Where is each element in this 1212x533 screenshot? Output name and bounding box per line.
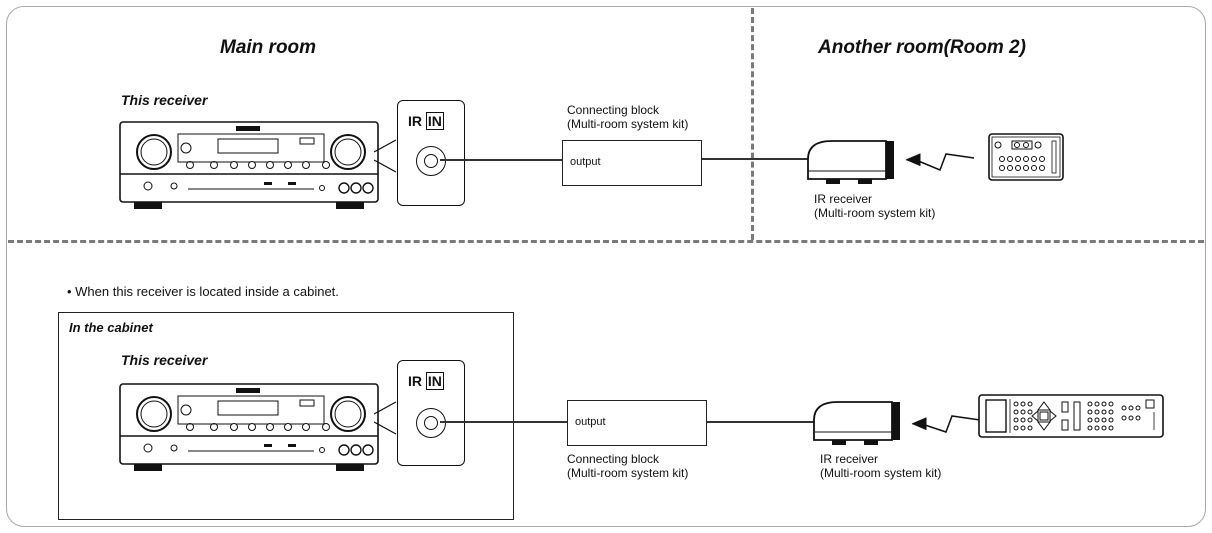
callout-lines bbox=[373, 139, 397, 173]
connecting-block-label: Connecting block (Multi-room system kit) bbox=[567, 103, 689, 131]
receiver-icon bbox=[119, 121, 379, 209]
ir-in-panel: IR IN bbox=[397, 100, 465, 206]
ir-label: IR bbox=[408, 113, 422, 129]
in-label: IN bbox=[425, 372, 444, 390]
receiver-title-cabinet: This receiver bbox=[121, 352, 208, 368]
cable-block-to-ir-receiver-cabinet bbox=[707, 421, 817, 423]
connecting-block: output bbox=[562, 140, 702, 186]
ir-in-panel-cabinet: IR IN bbox=[397, 360, 465, 466]
room-divider-vertical bbox=[751, 8, 754, 240]
ir-jack-icon bbox=[416, 146, 446, 176]
cable-receiver-to-block-cabinet bbox=[440, 421, 570, 423]
connecting-block-label-cabinet: Connecting block (Multi-room system kit) bbox=[567, 452, 689, 480]
ir-jack-icon bbox=[416, 408, 446, 438]
diagram-frame bbox=[6, 6, 1206, 527]
main-room-title: Main room bbox=[220, 37, 317, 58]
cable-receiver-to-block bbox=[440, 159, 566, 161]
ir-signal-icon bbox=[911, 415, 981, 433]
receiver-icon bbox=[119, 383, 379, 471]
ir-receiver-icon bbox=[807, 140, 894, 184]
ir-signal-icon bbox=[905, 153, 975, 171]
remote-control-icon bbox=[978, 394, 1164, 438]
callout-lines-cabinet bbox=[373, 401, 397, 435]
in-label: IN bbox=[425, 112, 444, 130]
remote-control-icon bbox=[988, 133, 1064, 181]
cabinet-title: In the cabinet bbox=[69, 320, 153, 335]
ir-label: IR bbox=[408, 373, 422, 389]
block-output-label: output bbox=[575, 416, 606, 428]
ir-receiver-label: IR receiver (Multi-room system kit) bbox=[814, 192, 936, 220]
cabinet-frame bbox=[58, 312, 514, 520]
another-room-title: Another room(Room 2) bbox=[818, 37, 1026, 58]
block-output-label: output bbox=[570, 156, 601, 168]
section-divider-horizontal bbox=[8, 240, 1204, 243]
connecting-block-cabinet: output bbox=[567, 400, 707, 446]
receiver-title: This receiver bbox=[121, 92, 208, 108]
ir-receiver-label-cabinet: IR receiver (Multi-room system kit) bbox=[820, 452, 942, 480]
cabinet-note: • When this receiver is located inside a… bbox=[67, 284, 339, 299]
cable-block-to-ir-receiver bbox=[702, 158, 810, 160]
ir-receiver-icon bbox=[813, 401, 900, 445]
